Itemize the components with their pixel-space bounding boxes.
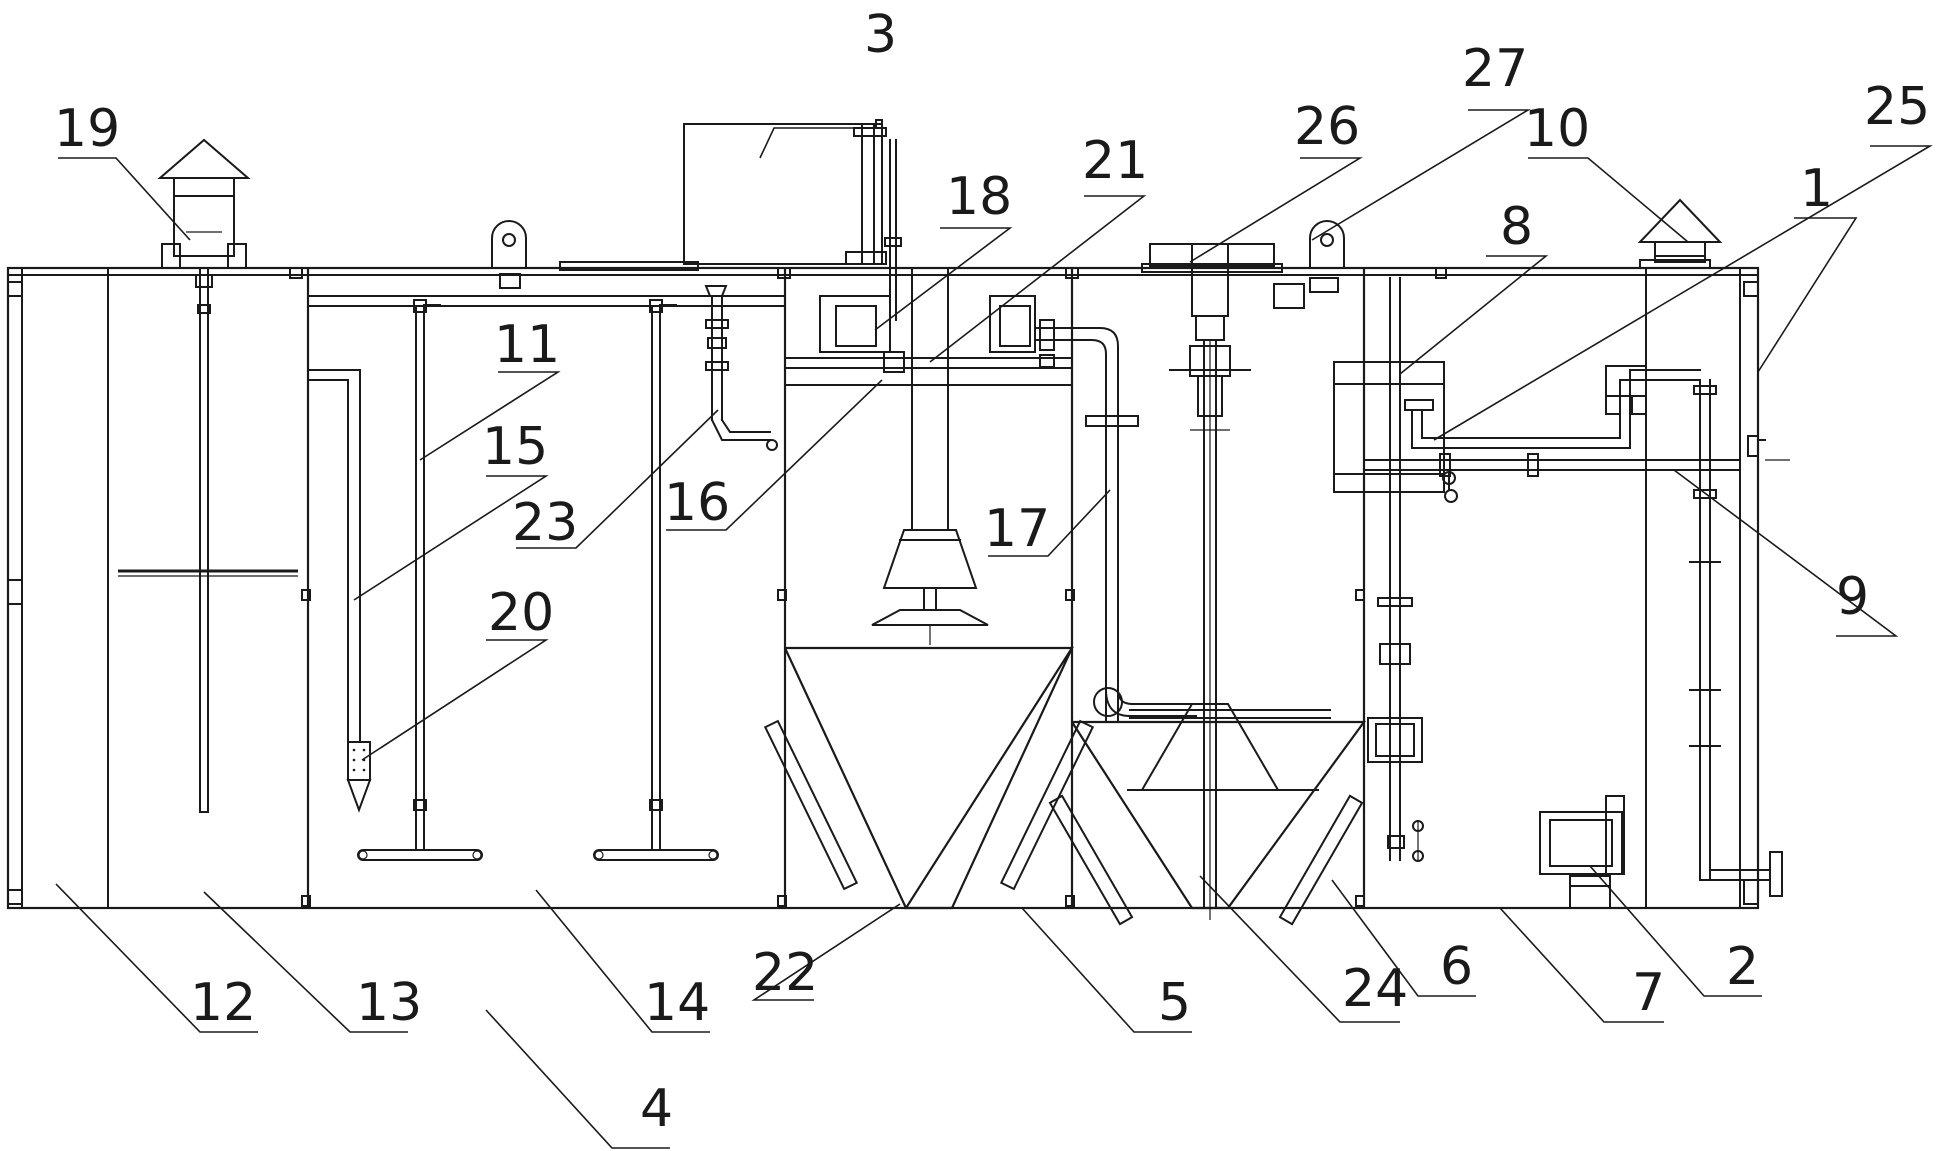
callout-19: 19: [54, 99, 120, 159]
callout-3: 3: [864, 5, 897, 65]
vent-cap-19: [157, 138, 251, 269]
callout-8: 8: [1500, 197, 1533, 257]
pipe-9: [1363, 453, 1741, 503]
riser-pipe-right-9: [1689, 379, 1783, 897]
callout-10: 10: [1524, 99, 1590, 159]
callout-20: 20: [488, 583, 554, 643]
tank-body: [6, 266, 1790, 910]
top-pipe-14: [307, 285, 786, 307]
callout-9: 9: [1836, 567, 1869, 627]
aerator-pipe-11: [357, 299, 483, 861]
return-pipe-23: [705, 295, 778, 451]
mixer-26: [1141, 243, 1283, 920]
callout-22: 22: [752, 943, 818, 1003]
callout-23: 23: [512, 493, 578, 553]
callout-13: 13: [356, 973, 422, 1033]
callout-1: 1: [1800, 159, 1833, 219]
pipe-25: [1411, 365, 1701, 449]
callout-17: 17: [984, 499, 1050, 559]
callout-7: 7: [1632, 963, 1665, 1023]
callout-6: 6: [1440, 937, 1473, 997]
callout-24: 24: [1342, 959, 1408, 1019]
callout-16: 16: [664, 473, 730, 533]
callout-18: 18: [946, 167, 1012, 227]
aerator-pipe-right: [593, 299, 719, 861]
callout-25: 25: [1864, 77, 1930, 137]
callout-5: 5: [1158, 973, 1191, 1033]
callout-15: 15: [482, 417, 548, 477]
callout-11: 11: [494, 315, 560, 375]
dosing-box-3: [683, 119, 902, 321]
callout-4: 4: [640, 1079, 673, 1139]
motor-2: [1539, 795, 1625, 909]
lifting-lug-left: [491, 220, 527, 289]
leader-lines: [55, 109, 1933, 1149]
callout-12: 12: [190, 973, 256, 1033]
callout-14: 14: [644, 973, 710, 1033]
callout-26: 26: [1294, 97, 1360, 157]
vent-cap-10: [1637, 198, 1723, 269]
callout-27: 27: [1462, 39, 1528, 99]
callout-21: 21: [1082, 131, 1148, 191]
inlet-pipe-15: [307, 369, 372, 813]
mixer-shaft-left: [118, 267, 298, 813]
callout-labels: 19 3 18 21 26 27 10 25 1 8 11 15 23 16 1…: [54, 5, 1930, 1139]
callout-2: 2: [1726, 937, 1759, 997]
clarifier-24: [1034, 319, 1367, 926]
lifting-lug-right: [1273, 220, 1345, 309]
riser-pipe-left-7: [1367, 277, 1424, 862]
top-hatch: [559, 261, 699, 271]
compartment-walls: [107, 267, 1647, 909]
settler-22: [763, 267, 1095, 910]
